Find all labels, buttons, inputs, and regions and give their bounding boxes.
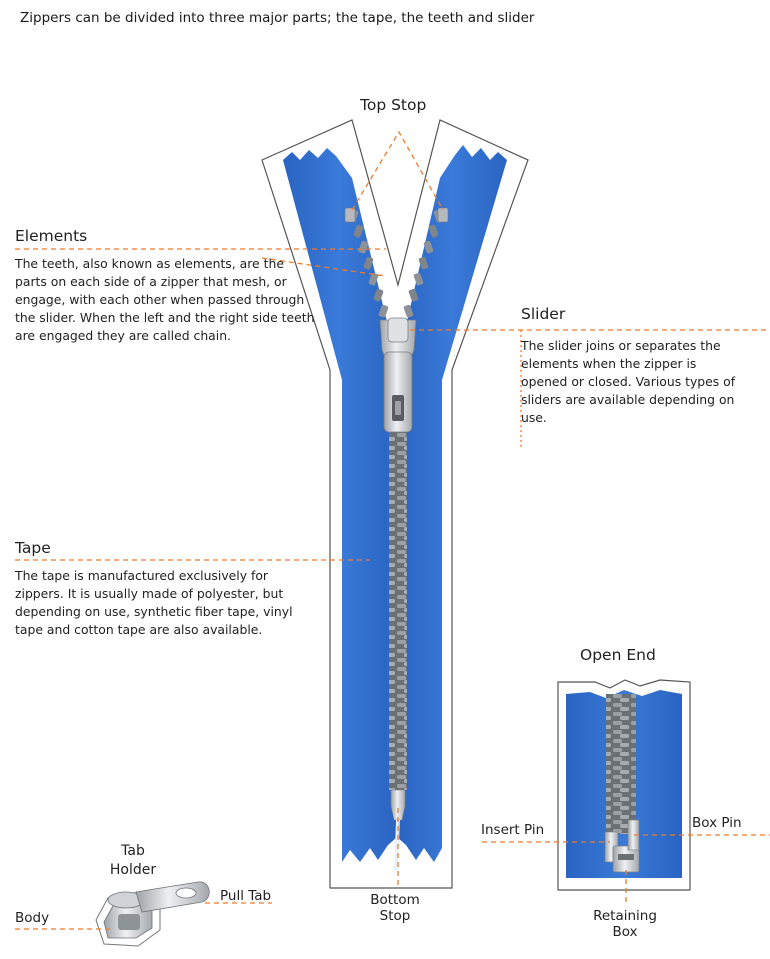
elements-title: Elements	[15, 227, 88, 245]
pull-tab-label: Pull Tab	[220, 888, 272, 904]
bottom-stop-label-line2: Stop	[379, 908, 411, 924]
top-stop-left	[344, 207, 356, 223]
bottom-stop-label-line1: Bottom	[370, 892, 420, 908]
bottom-stop-graphic	[390, 789, 406, 821]
open-end-chain	[606, 694, 636, 834]
tape-title: Tape	[15, 539, 51, 557]
top-stop-label: Top Stop	[360, 96, 427, 114]
retaining-box-label: Retaining Box	[585, 908, 665, 940]
page-headline: Zippers can be divided into three major …	[20, 10, 535, 26]
slider-graphic	[379, 317, 417, 433]
slider-title: Slider	[521, 305, 566, 323]
right-tape	[398, 145, 507, 862]
leader-top-stop	[351, 130, 444, 211]
insert-pin-label: Insert Pin	[481, 822, 545, 838]
zipper-chain	[389, 420, 407, 790]
leader-lines	[15, 130, 770, 930]
retaining-box-label-line2: Box	[612, 924, 638, 940]
bottom-stop-label: Bottom Stop	[360, 892, 430, 924]
slider-detail-graphic	[95, 881, 210, 947]
tape-description: The tape is manufactured exclusively for…	[15, 568, 293, 637]
slider-description: The slider joins or separates the elemen…	[521, 338, 736, 425]
body-label: Body	[15, 910, 50, 926]
tab-holder-label-line1: Tab	[121, 843, 145, 859]
tab-holder-label-line2: Holder	[109, 862, 157, 878]
tab-holder-label: Tab Holder	[98, 842, 168, 880]
box-pin-label: Box Pin	[692, 815, 742, 831]
open-end-label: Open End	[580, 646, 656, 664]
retaining-box-label-line1: Retaining	[593, 908, 657, 924]
top-stop-right	[437, 207, 449, 223]
elements-description: The teeth, also known as elements, are t…	[15, 256, 315, 343]
left-tape	[283, 148, 396, 862]
